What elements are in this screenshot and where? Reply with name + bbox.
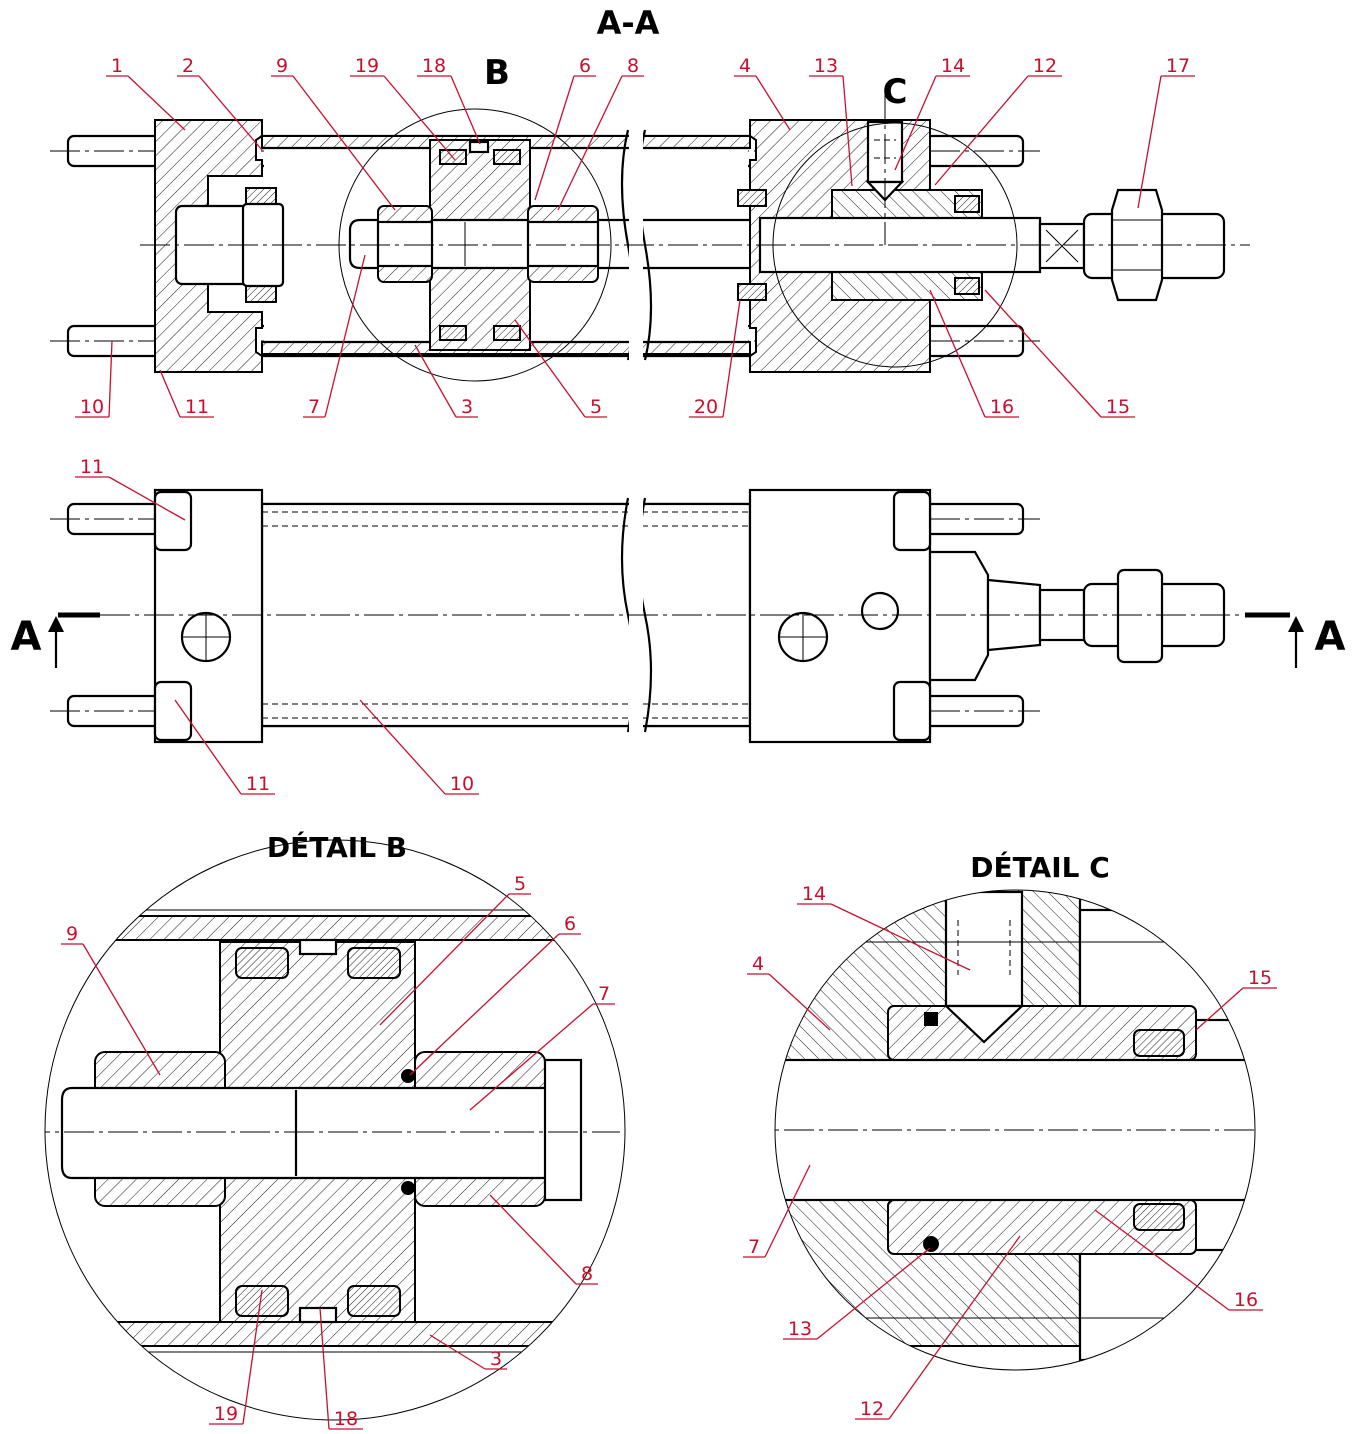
callout-leader: [722, 299, 741, 418]
callout-label-detail_c: 13: [788, 1318, 812, 1340]
callout-label-elevation: 11: [246, 773, 270, 795]
callout-leader: [409, 933, 560, 1076]
callout-label-detail_b: 18: [334, 1408, 358, 1430]
callout-leader: [816, 1247, 931, 1340]
callout-label-section: 10: [80, 396, 104, 418]
callout-label-section: 3: [461, 396, 473, 418]
detail-c-view: [774, 889, 1256, 1371]
callout-label-section: 9: [276, 55, 288, 77]
callout-leader: [414, 344, 457, 418]
callout-leader: [514, 319, 586, 418]
callout-label-detail_b: 8: [581, 1263, 593, 1285]
cut-label-right: A: [1315, 614, 1346, 660]
callout-label-section: 15: [1106, 396, 1130, 418]
callout-label-section: 5: [590, 396, 602, 418]
callout-leader: [383, 75, 456, 161]
section-title: A-A: [597, 4, 660, 42]
section-view: [50, 90, 1250, 382]
callout-leader: [319, 1307, 330, 1430]
cut-label-left: A: [11, 614, 42, 660]
callout-leader: [489, 1194, 577, 1285]
callout-label-elevation: 10: [450, 773, 474, 795]
callout-leader: [1094, 1209, 1230, 1311]
callout-leader: [429, 1334, 486, 1370]
detail-b-title: DÉTAIL B: [267, 830, 407, 864]
callout-leader: [830, 903, 971, 971]
callout-label-detail_b: 9: [66, 923, 78, 945]
callout-label-section: 4: [739, 55, 751, 77]
callout-label-section: 2: [182, 55, 194, 77]
callout-label-section: 12: [1033, 55, 1057, 77]
detail-b-view: [44, 839, 626, 1421]
callout-label-detail_b: 3: [490, 1348, 502, 1370]
callout-leader: [534, 75, 575, 201]
callout-label-elevation: 11: [80, 456, 104, 478]
callout-leader: [450, 75, 481, 145]
detail-b-marker: B: [484, 53, 510, 93]
callout-leader: [198, 75, 263, 151]
callout-label-detail_c: 15: [1248, 967, 1272, 989]
callout-label-detail_b: 5: [514, 873, 526, 895]
callout-label-detail_c: 12: [860, 1398, 884, 1420]
callout-leader: [1195, 987, 1244, 1031]
callout-leader: [764, 1164, 811, 1258]
callout-leader: [755, 75, 791, 131]
callout-label-detail_c: 7: [748, 1236, 760, 1258]
callout-leader: [108, 476, 186, 521]
callout-label-detail_c: 4: [752, 953, 764, 975]
callout-leader: [934, 75, 1029, 186]
callout-leader: [842, 75, 853, 187]
callout-label-detail_c: 14: [802, 883, 826, 905]
callout-leader: [324, 254, 366, 418]
callout-leader: [242, 1289, 263, 1425]
callout-label-detail_c: 16: [1234, 1289, 1258, 1311]
callout-label-section: 14: [941, 55, 965, 77]
callout-label-detail_b: 19: [214, 1403, 238, 1425]
callout-leader: [1137, 75, 1162, 209]
callout-leader: [379, 893, 510, 1026]
elevation-view: [48, 488, 1304, 744]
callout-label-section: 7: [308, 396, 320, 418]
callout-leader: [929, 289, 986, 418]
callout-label-section: 6: [579, 55, 591, 77]
detail-c-marker: C: [883, 72, 908, 112]
callout-label-section: 20: [694, 396, 718, 418]
callout-label-section: 17: [1166, 55, 1190, 77]
callout-leader: [894, 75, 937, 171]
callout-leader: [127, 75, 186, 131]
callout-label-section: 16: [990, 396, 1014, 418]
callout-leader: [292, 75, 396, 211]
callout-leader: [359, 699, 446, 795]
callout-leader: [159, 369, 181, 418]
detail-c-title: DÉTAIL C: [970, 850, 1110, 884]
callout-label-section: 18: [422, 55, 446, 77]
callout-leader: [108, 340, 113, 418]
callout-label-section: 1: [111, 55, 123, 77]
callout-label-detail_b: 7: [598, 983, 610, 1005]
callout-leader: [888, 1235, 1021, 1420]
callout-leader: [174, 699, 242, 795]
callout-label-section: 19: [355, 55, 379, 77]
callout-leader: [82, 943, 161, 1076]
callout-leader: [557, 75, 623, 211]
callout-label-section: 11: [185, 396, 209, 418]
callout-label-section: 8: [627, 55, 639, 77]
callout-leader: [768, 973, 831, 1031]
callout-leader: [469, 1003, 594, 1111]
callout-label-section: 13: [814, 55, 838, 77]
callout-leader: [984, 289, 1102, 418]
callout-label-detail_b: 6: [564, 913, 576, 935]
